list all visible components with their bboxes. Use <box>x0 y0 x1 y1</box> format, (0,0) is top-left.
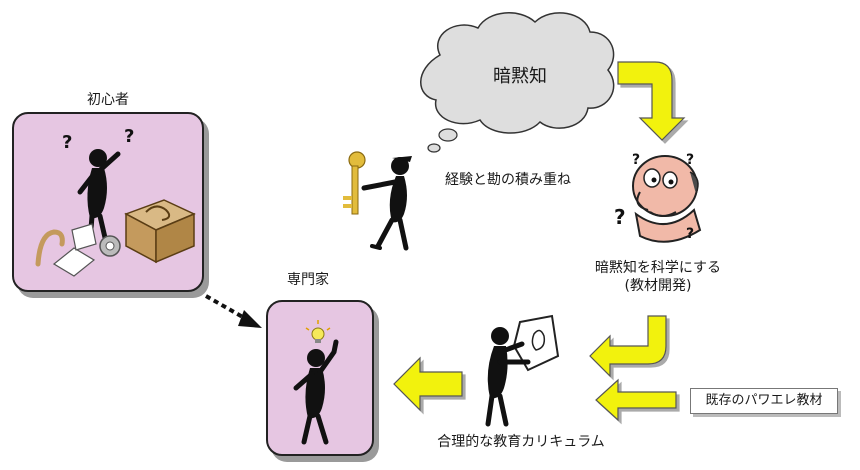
idea-figure <box>293 339 339 445</box>
cloud-bubble-small <box>427 143 441 153</box>
key-icon <box>343 151 366 215</box>
expert-illustration <box>293 320 339 445</box>
confused-figure: ? ? <box>62 126 134 245</box>
novice-illustration: ? ? <box>35 126 196 277</box>
question-mark: ? <box>614 205 626 229</box>
key-holder-figure <box>343 151 412 251</box>
cardboard-box-icon <box>124 199 196 264</box>
dotted-arrow-novice-to-expert <box>205 294 262 328</box>
question-mark: ? <box>62 132 72 153</box>
gear-icon <box>99 235 121 257</box>
science-label-line1: 暗黙知を科学にする <box>594 260 722 276</box>
lightbulb-icon <box>305 320 331 343</box>
arrow-existing-to-curriculum <box>595 378 677 422</box>
question-mark: ? <box>124 126 134 147</box>
expert-box <box>266 300 374 456</box>
arrow-science-to-curriculum <box>589 315 667 378</box>
thought-cloud <box>420 12 615 153</box>
hook-icon <box>35 229 65 267</box>
sign-holder-figure <box>485 314 560 427</box>
question-mark: ? <box>632 152 640 168</box>
novice-label: 初心者 <box>87 92 129 108</box>
question-mark: ? <box>686 226 694 242</box>
cloud-bubble-large <box>438 128 458 142</box>
thinker-head-figure: ? ? ? ? <box>614 152 702 243</box>
curriculum-label: 合理的な教育カリキュラム <box>437 434 605 450</box>
expert-label: 専門家 <box>287 272 329 288</box>
experience-label: 経験と勘の積み重ね <box>445 172 571 188</box>
existing-material-label: 既存のパワエレ教材 <box>690 388 838 414</box>
paper-icon <box>52 223 97 277</box>
question-mark: ? <box>686 152 694 168</box>
arrow-cloud-to-thinker <box>617 61 686 141</box>
novice-box: ? ? <box>12 112 204 292</box>
cloud-label: 暗黙知 <box>493 66 547 87</box>
science-label-line2: (教材開発) <box>624 278 692 294</box>
arrow-curriculum-to-expert <box>393 356 463 412</box>
